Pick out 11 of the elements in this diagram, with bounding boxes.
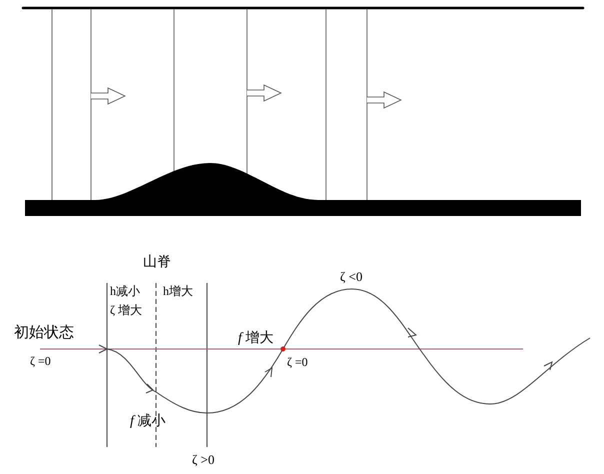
- annotation-label: ζ 增大: [110, 304, 142, 316]
- annotation-label: ζ =0: [287, 356, 308, 368]
- annotation-label: 初始状态: [14, 326, 74, 341]
- annotation-label: h减小: [110, 285, 140, 297]
- annotation-label: ζ =0: [30, 355, 51, 367]
- annotation-label: f 增大: [238, 332, 274, 346]
- annotation-label: h增大: [163, 285, 193, 297]
- annotation-label: ζ >0: [192, 453, 214, 466]
- annotation-label: f 减小: [130, 415, 166, 429]
- annotation-label: ζ <0: [340, 270, 362, 283]
- annotation-label: 山脊: [143, 256, 171, 270]
